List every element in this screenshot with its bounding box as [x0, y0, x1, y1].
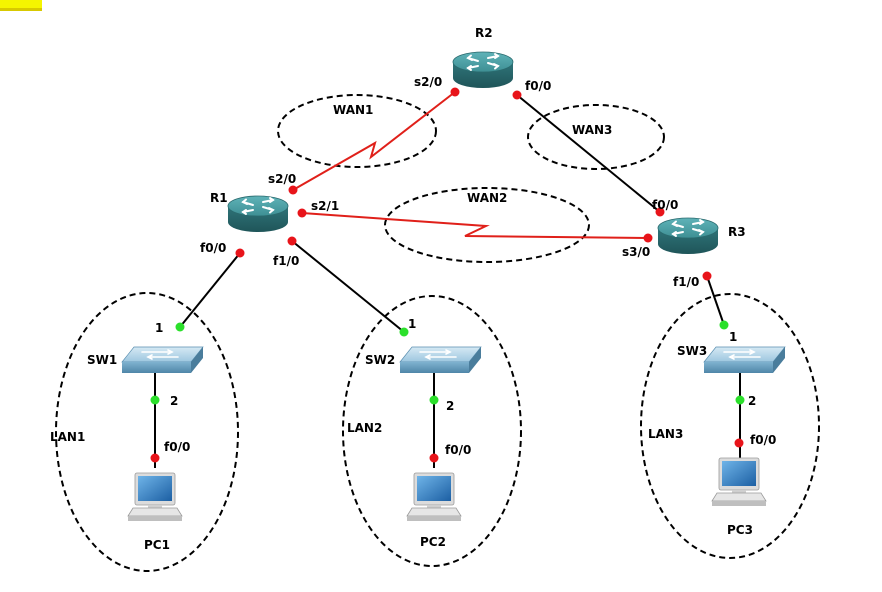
switch-sw1-icon[interactable]	[121, 346, 204, 374]
r3-sw3-link	[706, 275, 725, 326]
pc-pc3-icon[interactable]	[711, 457, 767, 507]
pc2-f00-label: f0/0	[445, 443, 471, 457]
lan1-label: LAN1	[50, 430, 85, 444]
wan3-label: WAN3	[572, 123, 612, 137]
pc2-label: PC2	[420, 535, 446, 549]
wan1-serial-link	[292, 91, 456, 191]
r1-f00-label: f0/0	[200, 241, 226, 255]
pc1-f00-port	[150, 453, 160, 463]
r2-r3-link	[516, 94, 661, 213]
r1-sw1-link	[179, 252, 241, 328]
lan3-zone	[640, 293, 820, 559]
lan3-label: LAN3	[648, 427, 683, 441]
r2-s20-label: s2/0	[414, 75, 442, 89]
r1-f10-label: f1/0	[273, 254, 299, 268]
router-r3-icon[interactable]	[657, 217, 719, 255]
wan2-label: WAN2	[467, 191, 507, 205]
pc1-f00-label: f0/0	[164, 440, 190, 454]
lan2-zone	[342, 295, 522, 567]
switch-sw2-icon[interactable]	[399, 346, 482, 374]
wan2-zone	[384, 187, 590, 263]
sw1-p1-label: 1	[155, 321, 163, 335]
r1-s20-label: s2/0	[268, 172, 296, 186]
r3-f10-port	[702, 271, 712, 281]
sw3-p2-label: 2	[748, 394, 756, 408]
r1-f10-port	[287, 236, 297, 246]
lan2-label: LAN2	[347, 421, 382, 435]
lan1-zone	[55, 292, 239, 572]
pc3-label: PC3	[727, 523, 753, 537]
sw2-p1-label: 1	[408, 317, 416, 331]
sw1-label: SW1	[87, 353, 117, 367]
sw2-label: SW2	[365, 353, 395, 367]
r3-f00-label: f0/0	[652, 198, 678, 212]
pc-pc1-icon[interactable]	[127, 472, 183, 522]
wan1-label: WAN1	[333, 103, 373, 117]
sw3-p1-label: 1	[729, 330, 737, 344]
pc-pc2-icon[interactable]	[406, 472, 462, 522]
r3-s30-port	[643, 233, 653, 243]
r1-f00-port	[235, 248, 245, 258]
wan1-zone	[277, 94, 437, 168]
pc1-label: PC1	[144, 538, 170, 552]
router-r2-icon[interactable]	[452, 51, 514, 89]
r2-s20-port	[450, 87, 460, 97]
sw1-port1	[175, 322, 185, 332]
r2-label: R2	[475, 26, 493, 40]
r1-s21-port	[297, 208, 307, 218]
sw2-port1	[399, 327, 409, 337]
r3-f10-label: f1/0	[673, 275, 699, 289]
r1-s20-port	[288, 185, 298, 195]
router-r1-icon[interactable]	[227, 195, 289, 233]
r1-s21-label: s2/1	[311, 199, 339, 213]
switch-sw3-icon[interactable]	[703, 346, 786, 374]
wan2-serial-link	[301, 212, 649, 239]
sw2-port2	[429, 395, 439, 405]
wan3-zone	[527, 104, 665, 170]
pc3-f00-label: f0/0	[750, 433, 776, 447]
r3-f00-port	[655, 207, 665, 217]
corner-highlight-mark	[0, 0, 42, 14]
r3-label: R3	[728, 225, 746, 239]
r2-f00-label: f0/0	[525, 79, 551, 93]
sw3-port2	[735, 395, 745, 405]
sw2-p2-label: 2	[446, 399, 454, 413]
r2-f00-port	[512, 90, 522, 100]
sw3-label: SW3	[677, 344, 707, 358]
r3-s30-label: s3/0	[622, 245, 650, 259]
sw3-port1	[719, 320, 729, 330]
sw1-p2-label: 2	[170, 394, 178, 408]
r1-sw2-link	[291, 240, 405, 333]
r1-label: R1	[210, 191, 228, 205]
pc3-f00-port	[734, 438, 744, 448]
pc2-f00-port	[429, 453, 439, 463]
sw1-port2	[150, 395, 160, 405]
